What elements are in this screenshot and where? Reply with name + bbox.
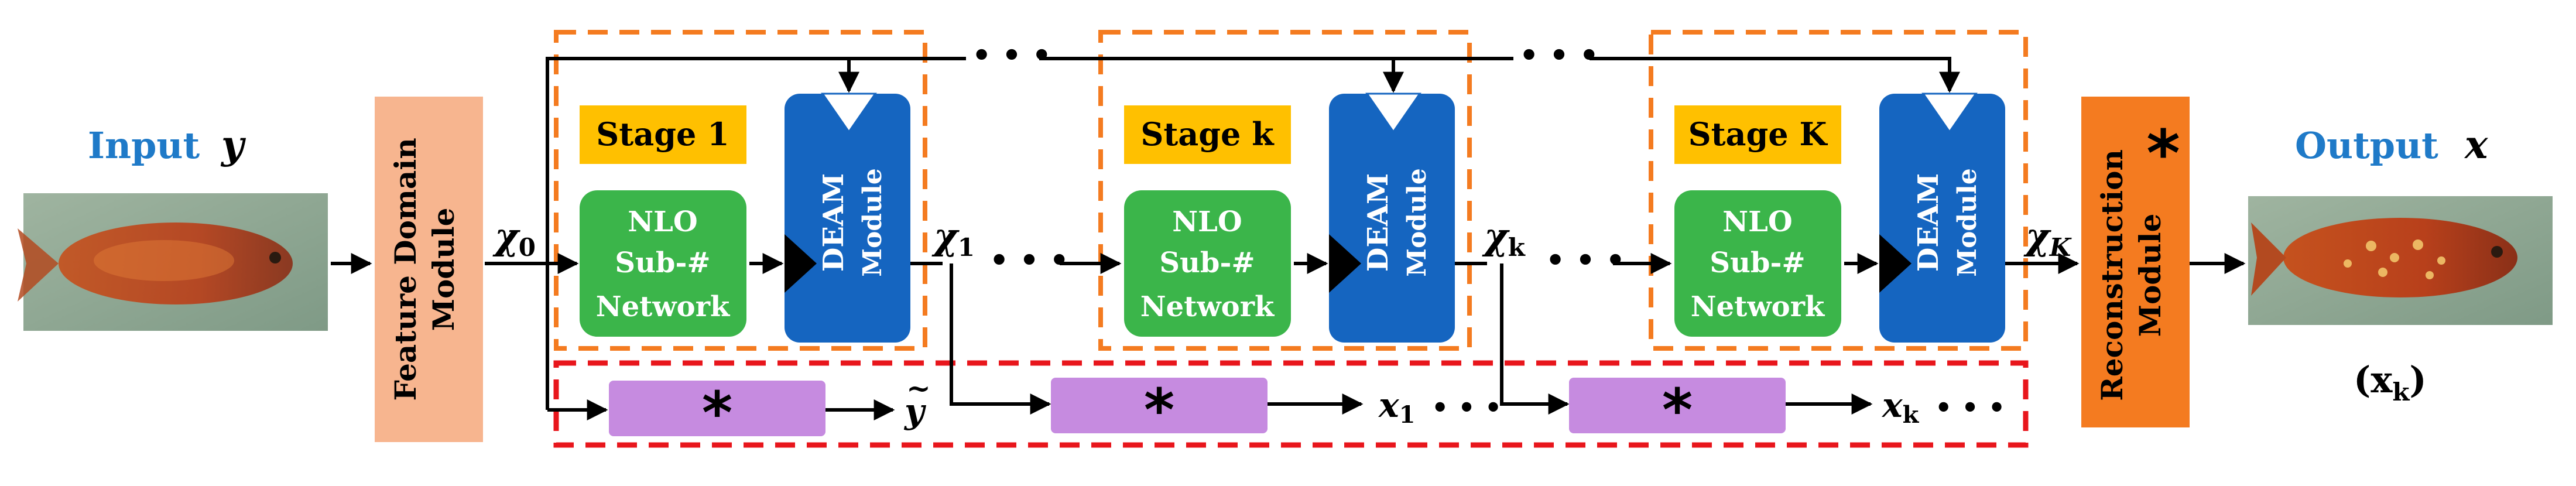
top-dots-1: • • • (972, 38, 1051, 73)
svg-text:y: y (903, 391, 927, 431)
svg-text:Sub-#: Sub-# (1159, 247, 1255, 279)
svg-text:Sub-#: Sub-# (1710, 247, 1805, 279)
svg-text:NLO: NLO (628, 206, 697, 238)
x1-label: x1 (1378, 385, 1415, 429)
reconstruction-star: * (2146, 116, 2180, 191)
deam-module-1 (785, 94, 910, 343)
stage-k-label-box (1124, 105, 1291, 164)
output-image (2248, 196, 2553, 325)
svg-text:NLO: NLO (1722, 206, 1792, 238)
top-dots-2: • • • (1519, 38, 1599, 73)
svg-text:Module: Module (858, 168, 888, 277)
nlo-sub-network-1 (580, 190, 746, 337)
chik-label: χk (1482, 215, 1526, 262)
chiK-label: χK (2023, 215, 2072, 262)
svg-text:Module: Module (426, 208, 461, 331)
svg-text:NLO: NLO (1172, 206, 1242, 238)
svg-text:Network: Network (1140, 290, 1275, 323)
output-label: Output (2295, 124, 2438, 167)
deam-module-k (1329, 94, 1455, 343)
feature-domain-module: Feature Domain Module (375, 97, 483, 442)
chi1-label: χ1 (931, 215, 975, 262)
svg-text:Stage K: Stage K (1688, 115, 1828, 153)
svg-text:Stage 1: Stage 1 (596, 115, 729, 153)
top-skip-to-deam-K (1590, 57, 1960, 93)
svg-text:*: * (1144, 376, 1174, 444)
chi0-label: χ0 (492, 215, 536, 262)
stage-1-label-box (580, 105, 746, 164)
svg-text:Module: Module (2133, 214, 2167, 337)
stagek-branch-down (1500, 263, 1563, 406)
bottom-dots-2: • • • (1935, 392, 2005, 423)
svg-text:(xk): (xk) (2354, 358, 2427, 406)
purple-block-1 (609, 381, 825, 436)
bottom-branch-frame (553, 360, 2029, 448)
svg-text:*: * (702, 379, 732, 447)
svg-text:Reconstruction: Reconstruction (2095, 149, 2129, 401)
svg-text:DEAM: DEAM (1912, 173, 1945, 272)
svg-text:*: * (1662, 376, 1693, 444)
purple-block-3 (1569, 378, 1786, 433)
stage-1-frame (554, 30, 927, 351)
deam-module-K (1879, 94, 2005, 343)
top-skip-line (546, 57, 966, 410)
stage-1: Stage 1 NLO Sub-# Network DEAM Module (580, 93, 910, 343)
svg-text:Network: Network (596, 290, 731, 323)
stage1-branch-down (950, 263, 1036, 406)
svg-text:Network: Network (1691, 290, 1825, 323)
stage-k-frame (1098, 30, 1472, 351)
svg-text:Module: Module (1952, 168, 1982, 277)
svg-text:DEAM: DEAM (817, 173, 850, 272)
stage-K-label-box (1674, 105, 1841, 164)
nlo-sub-network-K (1674, 190, 1841, 337)
y-tilde-label: ~ y (903, 371, 931, 431)
svg-text:DEAM: DEAM (1362, 173, 1395, 272)
stage-k: Stage k NLO Sub-# Network DEAM Module (1124, 93, 1455, 343)
svg-text:Stage k: Stage k (1140, 115, 1275, 153)
mid-dots-1: • • • (989, 243, 1069, 278)
svg-text:Sub-#: Sub-# (615, 247, 710, 279)
svg-text:~: ~ (906, 371, 931, 405)
reconstruction-module: Reconstruction Module * (2081, 97, 2190, 427)
nlo-sub-network-k (1124, 190, 1291, 337)
input-symbol: y (220, 122, 246, 167)
svg-text:Feature Domain: Feature Domain (388, 138, 423, 401)
purple-block-2 (1051, 378, 1268, 433)
xk-label: xk (1881, 385, 1920, 429)
bottom-dots-1: • • • (1431, 392, 1502, 423)
svg-text:Module: Module (1402, 168, 1432, 277)
output-symbol: x (2464, 122, 2488, 167)
input-label: Input (88, 124, 200, 167)
input-image (18, 193, 328, 331)
stage-K: Stage K NLO Sub-# Network DEAM Module (1674, 93, 2005, 343)
mid-dots-2: • • • (1546, 243, 1625, 278)
output-caption: (xk) (2354, 358, 2427, 406)
